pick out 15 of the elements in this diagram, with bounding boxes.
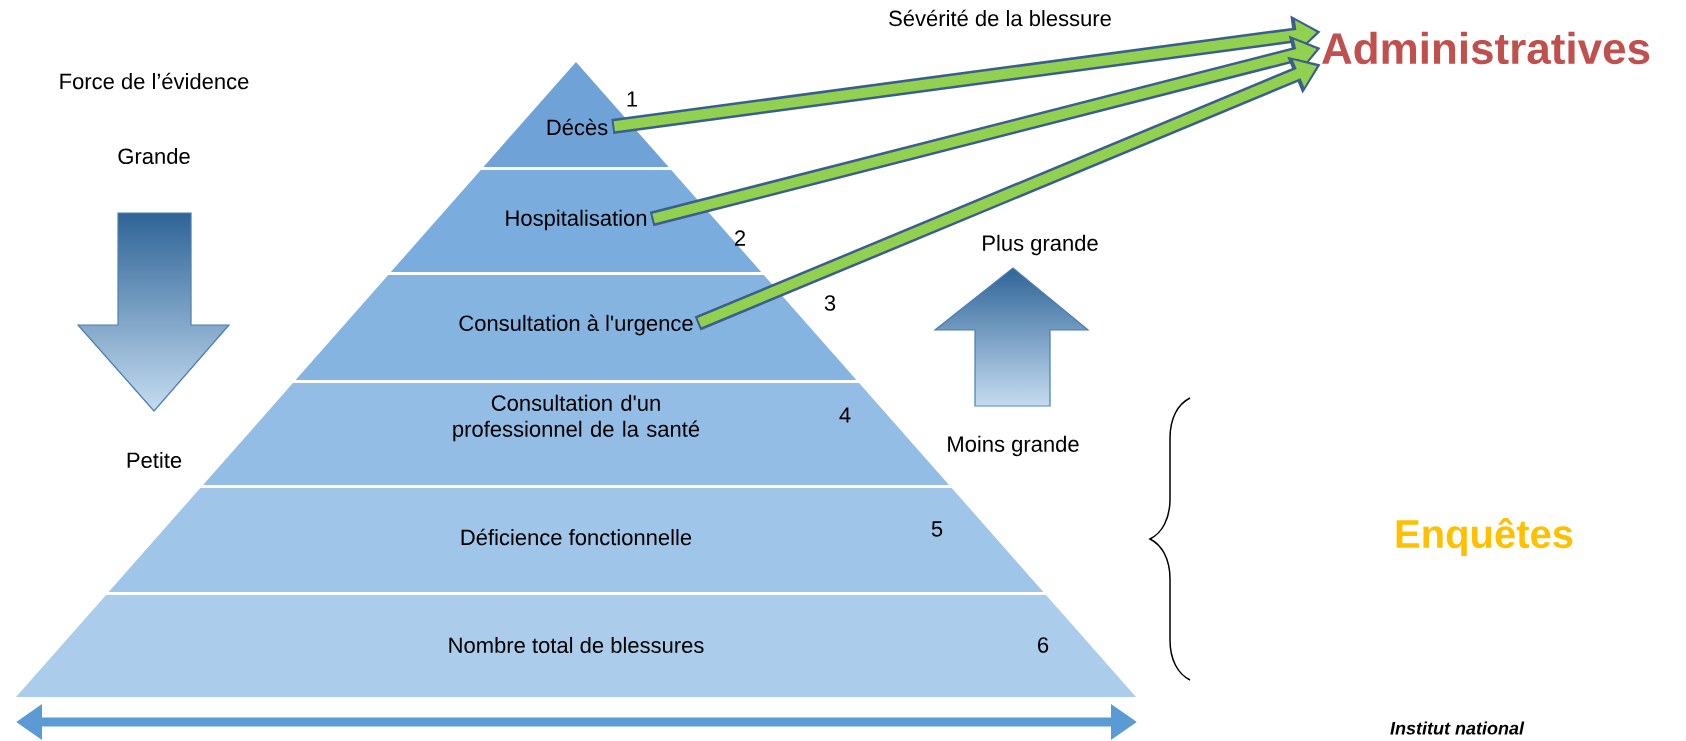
label: Institut national — [1390, 721, 1525, 735]
pyramid-level: Nombre total de blessures 6 — [16, 595, 1136, 697]
label: Grande — [118, 147, 190, 165]
label: Moins grande — [948, 435, 1079, 457]
pyramid-level: Déficience fonctionnelle 5 — [108, 488, 1044, 592]
label: Force de l’évidence — [60, 72, 249, 90]
label: Sévérité de la blessure — [889, 9, 1111, 27]
category-heading: Administratives — [1322, 31, 1650, 65]
label: Petite — [127, 451, 182, 469]
pyramid-level: Décès 1 — [483, 62, 669, 167]
pyramid-level: Hospitalisation 2 — [390, 170, 762, 272]
category-heading: Enquêtes — [1396, 517, 1573, 557]
pyramid-level: Consultation à l'urgence 3 — [295, 275, 857, 380]
label: Plus grande — [983, 234, 1098, 256]
pyramid-level: Consultation d'un professionnel de la santé 4 — [203, 383, 949, 485]
